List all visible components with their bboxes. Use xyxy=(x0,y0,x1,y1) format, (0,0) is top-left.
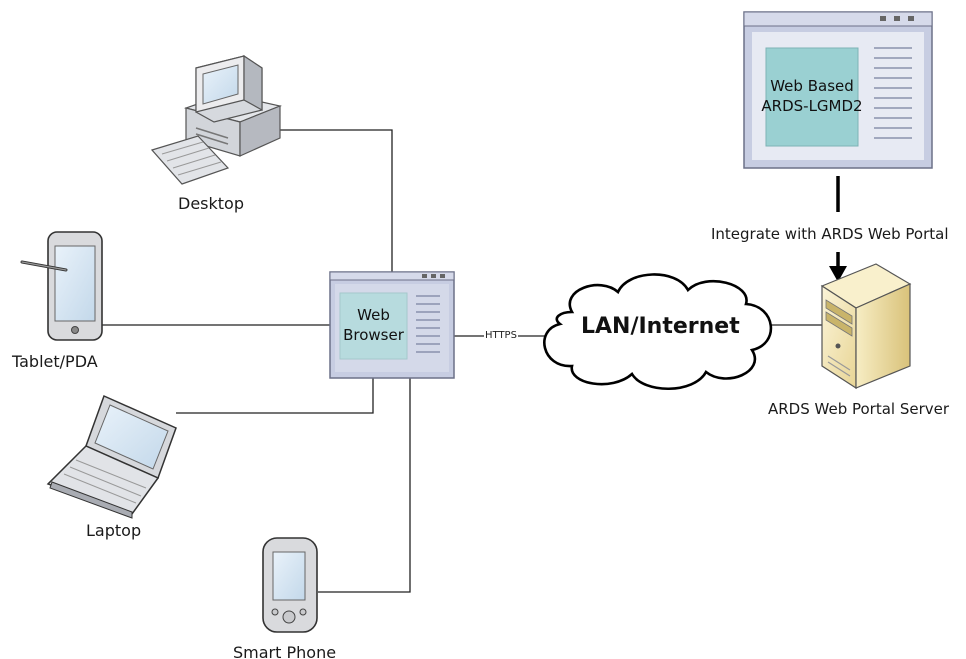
integration-arrow xyxy=(829,176,847,282)
server-icon xyxy=(820,263,912,390)
browser-label: Web Browser xyxy=(340,305,407,345)
laptop-icon xyxy=(46,394,177,519)
desktop-label: Desktop xyxy=(178,194,244,213)
laptop-link xyxy=(176,378,374,414)
smartphone-link xyxy=(318,378,411,593)
application-label: Web Based ARDS-LGMD2 xyxy=(758,76,866,116)
cloud-icon xyxy=(543,273,773,391)
application-label-line2: ARDS-LGMD2 xyxy=(761,97,863,115)
https-label: HTTPS xyxy=(484,330,518,341)
laptop-label: Laptop xyxy=(86,521,142,540)
server-label: ARDS Web Portal Server xyxy=(768,400,950,418)
desktop-icon xyxy=(150,54,283,185)
tablet-label: Tablet/PDA xyxy=(12,352,98,371)
smartphone-label: Smart Phone xyxy=(233,643,337,659)
application-window xyxy=(743,11,933,169)
tablet-icon xyxy=(20,231,103,341)
browser-label-line2: Browser xyxy=(343,326,404,344)
desktop-link xyxy=(280,129,393,272)
application-label-line1: Web Based xyxy=(770,77,854,95)
network-label: LAN/Internet xyxy=(581,314,740,339)
browser-label-line1: Web xyxy=(357,306,390,324)
web-browser-window xyxy=(329,271,455,379)
integration-label: Integrate with ARDS Web Portal xyxy=(711,225,949,243)
smartphone-icon xyxy=(262,537,318,633)
